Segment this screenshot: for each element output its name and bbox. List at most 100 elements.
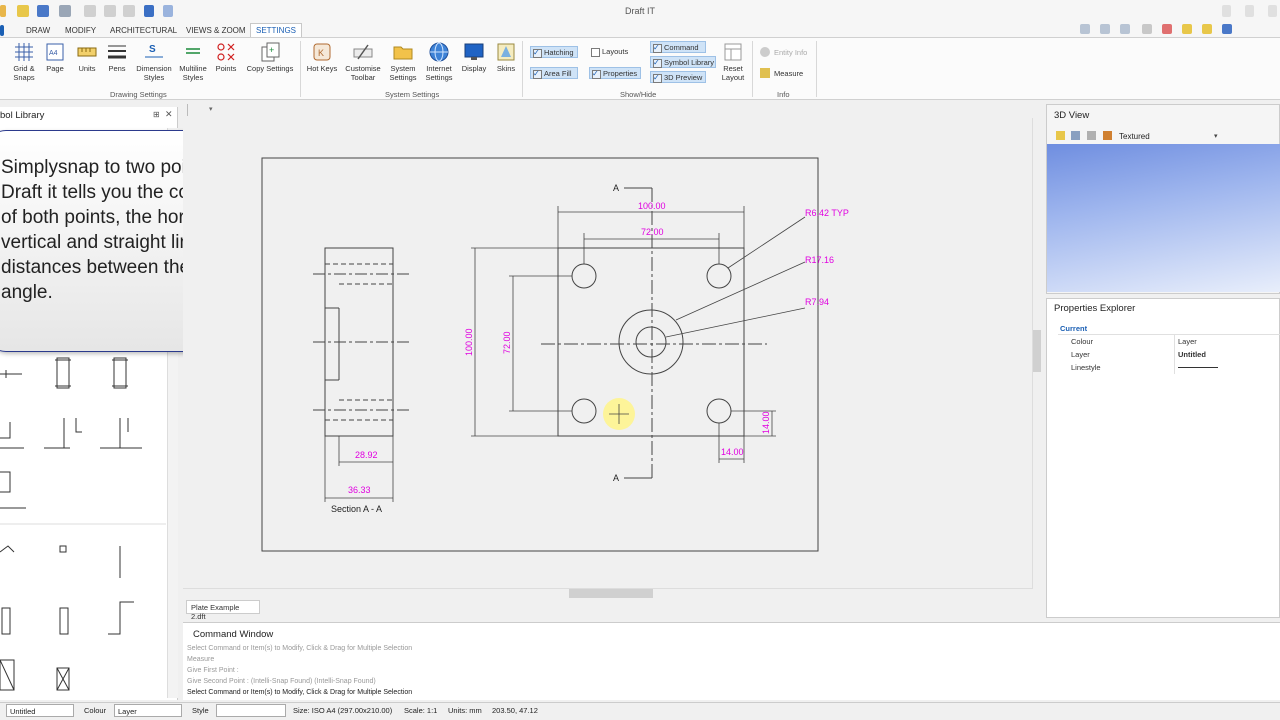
search-icon[interactable]: [1080, 24, 1090, 34]
entity-info-button[interactable]: Entity Info: [774, 48, 808, 57]
system-settings-button[interactable]: System Settings: [383, 41, 423, 82]
chevron-down-icon[interactable]: ▾: [1214, 133, 1218, 140]
measure-button[interactable]: Measure: [774, 69, 804, 78]
pens-button[interactable]: Pens: [97, 41, 137, 74]
hot-keys-button[interactable]: K Hot Keys: [302, 41, 342, 74]
file-tab-icon[interactable]: [0, 25, 4, 36]
print-icon[interactable]: [59, 5, 71, 17]
cursor-coordinates: 203.50, 47.12: [492, 706, 538, 715]
window-icon[interactable]: [1245, 5, 1254, 17]
3d-preview-viewport[interactable]: [1047, 144, 1280, 292]
prop-value-linestyle[interactable]: [1178, 367, 1218, 368]
symbol-item[interactable]: [59, 607, 69, 635]
close-panel-icon[interactable]: ✕: [165, 109, 173, 119]
symbol-item[interactable]: [112, 357, 128, 389]
tab-settings[interactable]: SETTINGS: [250, 23, 303, 37]
skins-button[interactable]: Skins: [486, 41, 526, 74]
prop-key-layer: Layer: [1071, 350, 1090, 359]
symbol-item[interactable]: [100, 418, 142, 449]
group-label-show-hide: Show/Hide: [620, 90, 657, 99]
plate-view: [541, 187, 767, 479]
command-history-line: Give First Point :: [187, 667, 239, 674]
symbol-item[interactable]: [0, 471, 26, 509]
app-menu-icon[interactable]: [0, 5, 6, 17]
grid-snaps-button[interactable]: Grid & Snaps: [4, 41, 44, 82]
monitor-icon: [463, 41, 485, 63]
reset-layout-button[interactable]: Reset Layout: [713, 41, 753, 82]
symbol-item[interactable]: [0, 545, 15, 553]
tab-architectural[interactable]: ARCHITECTURAL: [110, 26, 178, 35]
lock-icon[interactable]: [1182, 24, 1192, 34]
symbol-item[interactable]: [59, 545, 67, 553]
home-view-icon[interactable]: [1056, 131, 1065, 140]
copy-view-icon[interactable]: [1087, 131, 1096, 140]
properties-checkbox[interactable]: Properties: [589, 67, 641, 79]
internet-settings-button[interactable]: Internet Settings: [419, 41, 459, 82]
group-separator: [300, 41, 301, 97]
colour-select[interactable]: Layer: [114, 704, 182, 717]
tab-draw[interactable]: DRAW: [26, 26, 51, 35]
symbol-library-checkbox[interactable]: Symbol Library: [650, 56, 716, 68]
symbol-item[interactable]: [0, 659, 15, 691]
bulb-icon[interactable]: [1202, 24, 1212, 34]
points-button[interactable]: Points: [206, 41, 246, 74]
dimension-styles-button[interactable]: S Dimension Styles: [134, 41, 174, 82]
grid-icon[interactable]: [1142, 24, 1152, 34]
save-view-icon[interactable]: [1071, 131, 1080, 140]
command-prompt[interactable]: Select Command or Item(s) to Modify, Cli…: [187, 689, 413, 696]
canvas-horizontal-scroll-thumb[interactable]: [569, 589, 653, 598]
hatching-checkbox[interactable]: Hatching: [530, 46, 578, 58]
tab-modify[interactable]: MODIFY: [65, 26, 97, 35]
snap-icon[interactable]: [1162, 24, 1172, 34]
symbol-item[interactable]: [44, 418, 82, 449]
symbol-item[interactable]: [55, 357, 71, 389]
customise-toolbar-button[interactable]: Customise Toolbar: [343, 41, 383, 82]
3d-preview-checkbox[interactable]: 3D Preview: [650, 71, 706, 83]
units-button[interactable]: Units: [67, 41, 107, 74]
cut-icon[interactable]: [84, 5, 96, 17]
colour-label: Colour: [84, 706, 107, 715]
canvas-vertical-scroll-thumb[interactable]: [1033, 330, 1041, 372]
page-button[interactable]: A4 Page: [35, 41, 75, 74]
zoom-icon[interactable]: [1100, 24, 1110, 34]
style-select[interactable]: [216, 704, 286, 717]
symbol-item[interactable]: [108, 601, 134, 635]
copy-settings-button[interactable]: + Copy Settings: [244, 41, 296, 74]
save-icon[interactable]: [37, 5, 49, 17]
dim-14-vertical: 14.00: [761, 411, 771, 434]
section-view: [313, 247, 411, 437]
symbol-item[interactable]: [56, 667, 70, 691]
title-bar: [0, 0, 1280, 22]
undo-icon[interactable]: [144, 5, 154, 17]
prop-key-colour: Colour: [1071, 337, 1094, 346]
paste-icon[interactable]: [123, 5, 135, 17]
symbol-library-scrollbar[interactable]: [167, 128, 178, 698]
points-icon: [215, 41, 237, 63]
command-checkbox[interactable]: Command: [650, 41, 706, 53]
tab-views-zoom[interactable]: VIEWS & ZOOM: [186, 26, 246, 35]
section-title: Section A - A: [331, 504, 382, 514]
help-icon[interactable]: [1222, 24, 1232, 34]
area-fill-checkbox[interactable]: Area Fill: [530, 67, 578, 79]
pan-icon[interactable]: [1120, 24, 1130, 34]
restore-icon[interactable]: [1222, 5, 1231, 17]
multiline-styles-button[interactable]: Multiline Styles: [173, 41, 213, 82]
render-icon[interactable]: [1103, 131, 1112, 140]
pin-icon[interactable]: ⊞: [153, 110, 160, 119]
render-mode-select[interactable]: Textured: [1119, 132, 1150, 141]
layer-select[interactable]: Untitled: [6, 704, 74, 717]
prop-value-layer[interactable]: Untitled: [1178, 350, 1206, 359]
prop-value-colour[interactable]: Layer: [1178, 337, 1197, 346]
symbol-item[interactable]: [0, 370, 22, 378]
canvas-dropdown-icon[interactable]: ▾: [209, 106, 213, 113]
close-icon[interactable]: [1268, 5, 1277, 17]
display-button[interactable]: Display: [454, 41, 494, 74]
layouts-checkbox[interactable]: Layouts: [589, 46, 637, 58]
drawing-canvas[interactable]: [183, 118, 1043, 600]
redo-icon[interactable]: [163, 5, 173, 17]
copy-icon[interactable]: [104, 5, 116, 17]
document-tab[interactable]: Plate Example 2.dft: [186, 600, 260, 621]
open-icon[interactable]: [17, 5, 29, 17]
symbol-item[interactable]: [1, 607, 11, 635]
symbol-item[interactable]: [0, 422, 24, 449]
